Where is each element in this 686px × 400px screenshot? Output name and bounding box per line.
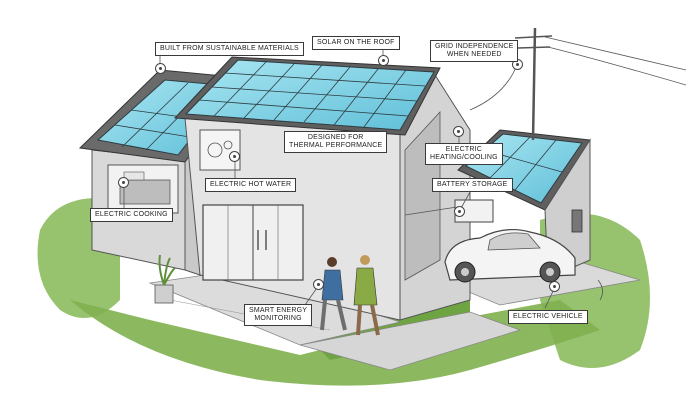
callout-dot-cooking: [118, 177, 129, 188]
label-text: ELECTRIC HOT WATER: [210, 181, 291, 188]
label-solar-roof: SOLAR ON THE ROOF: [312, 36, 400, 50]
callout-dot-monitoring: [313, 279, 324, 290]
label-text-line2: HEATING/COOLING: [430, 154, 498, 162]
callout-dot-vehicle: [549, 281, 560, 292]
label-text-line1: DESIGNED FOR: [289, 134, 382, 142]
callout-dot-solar: [378, 55, 389, 66]
label-electric-cooking: ELECTRIC COOKING: [90, 208, 173, 222]
label-battery-storage: BATTERY STORAGE: [432, 178, 513, 192]
label-smart-monitoring: SMART ENERGY MONITORING: [244, 304, 312, 326]
callout-dot-hot-water: [229, 151, 240, 162]
label-heating-cooling: ELECTRIC HEATING/COOLING: [425, 143, 503, 165]
label-sustainable-materials: BUILT FROM SUSTAINABLE MATERIALS: [155, 42, 304, 56]
label-thermal-performance: DESIGNED FOR THERMAL PERFORMANCE: [284, 131, 387, 153]
callout-dot-heating: [453, 126, 464, 137]
label-text-line1: GRID INDEPENDENCE: [435, 43, 513, 51]
label-text: BUILT FROM SUSTAINABLE MATERIALS: [160, 45, 299, 52]
label-text: BATTERY STORAGE: [437, 181, 508, 188]
label-text-line2: THERMAL PERFORMANCE: [289, 142, 382, 150]
label-text: SOLAR ON THE ROOF: [317, 39, 395, 46]
label-grid-independence: GRID INDEPENDENCE WHEN NEEDED: [430, 40, 518, 62]
callout-dot-materials: [155, 63, 166, 74]
label-electric-vehicle: ELECTRIC VEHICLE: [508, 310, 588, 324]
label-text-line1: ELECTRIC: [430, 146, 498, 154]
label-text: ELECTRIC COOKING: [95, 211, 168, 218]
label-text: ELECTRIC VEHICLE: [513, 313, 583, 320]
callout-dot-battery: [454, 206, 465, 217]
label-text-line2: MONITORING: [249, 315, 307, 323]
power-pole: [515, 28, 686, 140]
label-text-line2: WHEN NEEDED: [435, 51, 513, 59]
label-text-line1: SMART ENERGY: [249, 307, 307, 315]
label-hot-water: ELECTRIC HOT WATER: [205, 178, 296, 192]
